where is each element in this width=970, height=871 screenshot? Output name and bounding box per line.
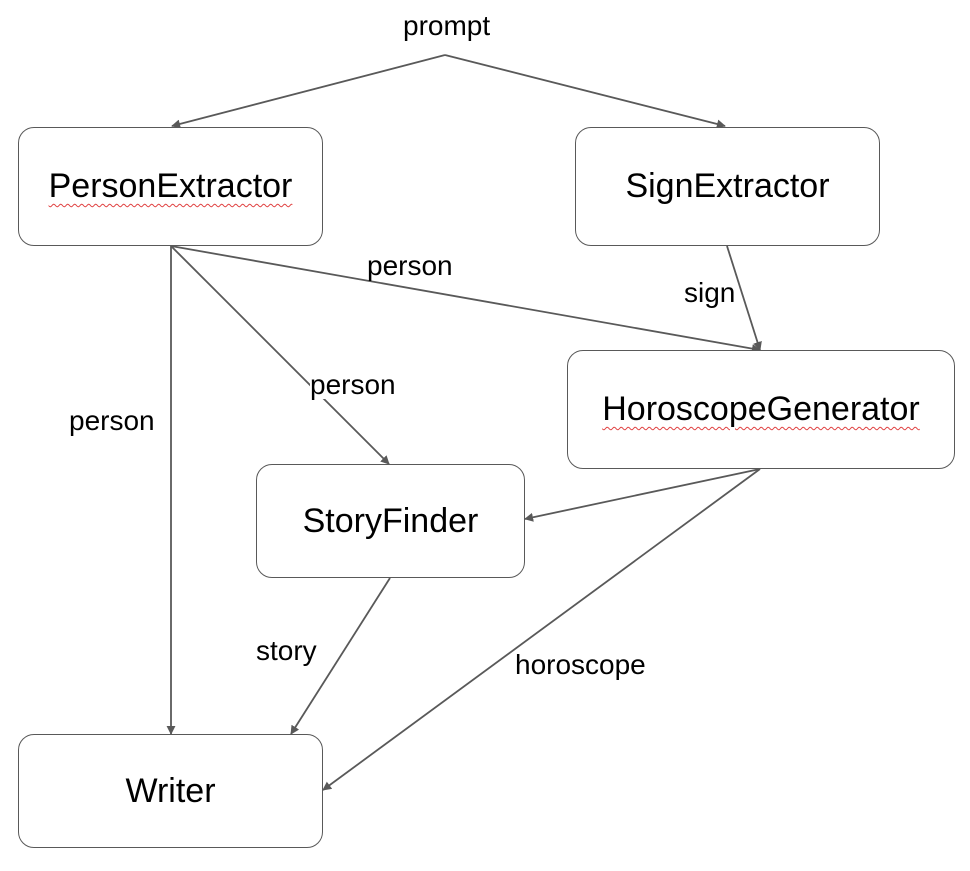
node-person-extractor: PersonExtractor	[18, 127, 323, 246]
writer-label: Writer	[125, 771, 216, 810]
node-horoscope-generator: HoroscopeGenerator	[567, 350, 955, 469]
edge-label-sign-to-horoscope: sign	[684, 277, 736, 308]
edge-label-horoscope-to-writer: horoscope	[515, 649, 646, 680]
node-writer: Writer	[18, 734, 323, 848]
edge-prompt-to-person-extractor	[171, 54, 446, 129]
horoscope-generator-label: HoroscopeGenerator	[602, 390, 920, 428]
edge-prompt-to-sign-extractor	[444, 54, 726, 129]
edge-person-extractor-to-horoscope-generator	[170, 245, 761, 354]
sign-extractor-label: SignExtractor	[625, 167, 830, 205]
edge-label-person-to-horoscope: person	[367, 250, 453, 281]
edge-story-finder-to-writer	[290, 577, 391, 735]
edge-horoscope-generator-to-story-finder	[524, 468, 761, 522]
edge-label-person-to-writer: person	[69, 405, 155, 436]
node-sign-extractor: SignExtractor	[575, 127, 880, 246]
story-finder-label: StoryFinder	[302, 501, 479, 540]
edge-label-story-to-writer: story	[256, 635, 317, 666]
node-story-finder: StoryFinder	[256, 464, 525, 578]
prompt-label: prompt	[403, 10, 491, 41]
edge-sign-extractor-to-horoscope-generator	[726, 245, 762, 351]
edge-horoscope-generator-to-writer	[322, 468, 761, 791]
edge-label-person-to-story: person	[310, 369, 396, 400]
person-extractor-label: PersonExtractor	[48, 167, 293, 205]
edge-person-extractor-to-story-finder	[170, 245, 390, 465]
